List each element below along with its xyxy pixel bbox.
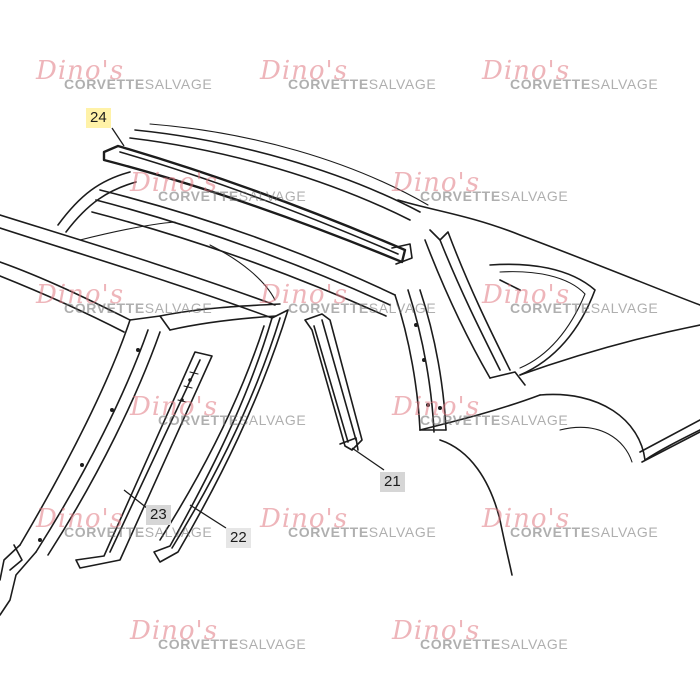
roof-panel (57, 123, 429, 317)
leader-22 (189, 504, 227, 529)
rear-pillar (397, 199, 700, 431)
pillar-strip-22 (153, 309, 289, 563)
rear-quarter-body (439, 324, 700, 576)
windshield-frame (0, 214, 281, 333)
callout-label-23: 23 (146, 505, 171, 525)
leader-24 (111, 127, 125, 147)
callout-label-22: 22 (226, 528, 251, 548)
roof-rail-strip (102, 144, 413, 265)
a-pillar-left (0, 319, 161, 616)
b-pillar (394, 289, 447, 433)
leader-21 (351, 447, 385, 471)
pillar-strip-23 (75, 351, 213, 569)
callout-label-24: 24 (86, 108, 111, 128)
pillar-strip-21 (304, 313, 363, 451)
callout-label-21: 21 (380, 472, 405, 492)
